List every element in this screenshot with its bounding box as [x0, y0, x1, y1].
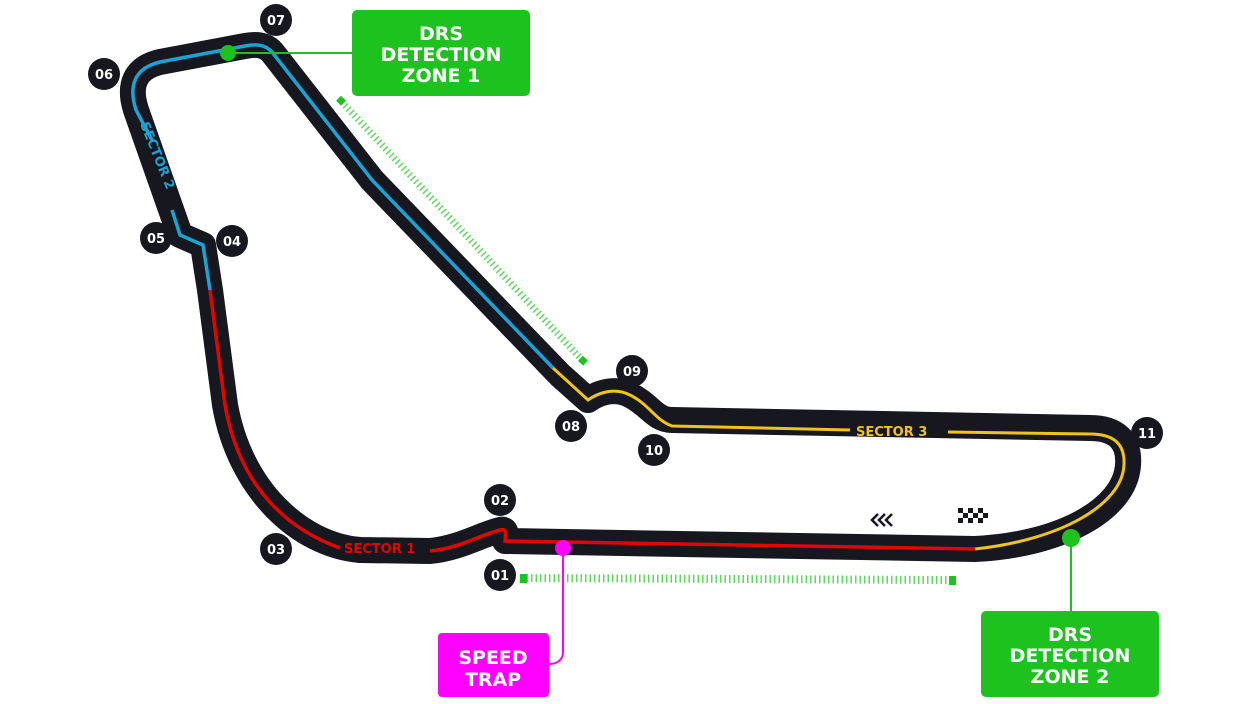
drs-zone-1-box[interactable]: DRS DETECTION ZONE 1 — [352, 10, 530, 96]
turn-badge-09[interactable]: 09 — [616, 355, 648, 387]
drs-zone-2-box[interactable]: DRS DETECTION ZONE 2 — [981, 611, 1159, 697]
svg-text:06: 06 — [95, 68, 113, 83]
drs-zone-1-indicator — [339, 99, 587, 365]
svg-text:11: 11 — [1138, 427, 1156, 442]
svg-text:SPEED: SPEED — [458, 647, 527, 669]
turn-badge-02[interactable]: 02 — [484, 484, 516, 516]
svg-text:TRAP: TRAP — [465, 669, 521, 691]
svg-text:DETECTION: DETECTION — [381, 44, 502, 66]
svg-text:03: 03 — [267, 543, 285, 558]
track-asphalt — [119, 31, 1142, 564]
svg-text:08: 08 — [562, 420, 580, 435]
svg-text:ZONE 2: ZONE 2 — [1031, 666, 1110, 688]
turn-badge-05[interactable]: 05 — [140, 222, 172, 254]
svg-text:09: 09 — [623, 365, 641, 380]
svg-text:ZONE 1: ZONE 1 — [402, 65, 481, 87]
chevrons-left-icon — [870, 513, 893, 527]
svg-text:DRS: DRS — [1048, 624, 1092, 646]
turn-badge-08[interactable]: 08 — [555, 410, 587, 442]
drs-detection-point-1[interactable] — [220, 45, 236, 61]
drs-zone-2-indicator — [521, 574, 955, 584]
svg-text:DETECTION: DETECTION — [1010, 645, 1131, 667]
turn-badge-07[interactable]: 07 — [260, 4, 292, 36]
speed-trap-leader — [548, 548, 564, 665]
speed-trap-box[interactable]: SPEED TRAP — [438, 633, 549, 697]
svg-text:01: 01 — [491, 569, 509, 584]
svg-text:04: 04 — [223, 235, 241, 250]
sector-2-line — [131, 43, 555, 370]
svg-text:10: 10 — [645, 444, 663, 459]
drs-detection-point-2[interactable] — [1062, 529, 1080, 547]
checkered-flag-icon — [958, 508, 988, 523]
sector-3-label: SECTOR 3 — [856, 425, 927, 440]
turn-badge-10[interactable]: 10 — [638, 434, 670, 466]
turn-badge-01[interactable]: 01 — [484, 559, 516, 591]
turn-badge-03[interactable]: 03 — [260, 533, 292, 565]
sector-lines — [131, 43, 1126, 553]
svg-text:05: 05 — [147, 232, 165, 247]
sector-1-line — [208, 289, 976, 553]
turn-badges: 01 02 03 04 05 06 07 08 09 10 11 — [88, 4, 1163, 591]
sector-1-label: SECTOR 1 — [344, 542, 415, 557]
svg-text:DRS: DRS — [419, 23, 463, 45]
sector-3-line — [551, 366, 1126, 551]
turn-badge-04[interactable]: 04 — [216, 225, 248, 257]
svg-text:02: 02 — [491, 494, 509, 509]
speed-trap-point[interactable] — [555, 540, 571, 556]
drs-zone-indicators — [336, 95, 956, 585]
svg-text:07: 07 — [267, 14, 285, 29]
turn-badge-11[interactable]: 11 — [1131, 417, 1163, 449]
turn-badge-06[interactable]: 06 — [88, 58, 120, 90]
